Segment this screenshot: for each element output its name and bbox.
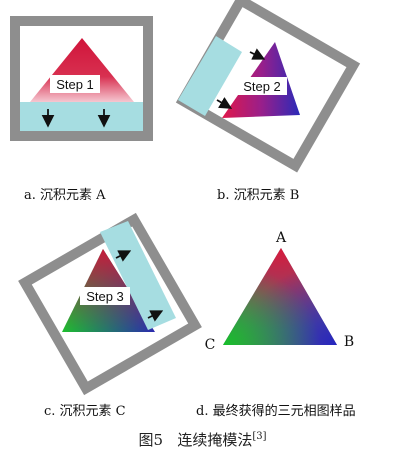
caption-d: d. 最终获得的三元相图样品 — [196, 404, 356, 419]
vertex-label-b: B — [344, 334, 354, 350]
caption-c: c. 沉积元素 C — [44, 404, 126, 419]
move-arrow — [249, 48, 266, 60]
mask-frame-right — [143, 16, 153, 141]
figure-caption: 图5 连续掩模法[3] — [0, 429, 405, 450]
step-1-label: Step 1 — [56, 77, 94, 92]
panel-c: Step 3 — [18, 212, 202, 396]
mask-frame-top — [10, 16, 153, 26]
step-3-label: Step 3 — [86, 289, 124, 304]
step-label-box — [80, 287, 130, 305]
panel-a: Step 1 — [10, 16, 153, 141]
mask-window — [20, 102, 143, 131]
step-label-box — [50, 75, 100, 93]
figure-reference: [3] — [252, 431, 267, 442]
caption-a: a. 沉积元素 A — [24, 188, 106, 203]
mask-window — [100, 221, 176, 330]
step-2-label: Step 2 — [243, 79, 281, 94]
move-arrow — [147, 310, 164, 322]
move-arrow — [216, 97, 233, 109]
panel-b: Step 2 — [175, 0, 361, 173]
vertex-label-a: A — [275, 230, 287, 246]
move-arrow — [115, 250, 132, 262]
vertex-label-c: C — [205, 337, 216, 353]
mask-frame-bottom — [10, 131, 153, 141]
mask-frame-left — [10, 16, 20, 141]
ternary-phase-diagram-sample — [223, 248, 337, 345]
mask-window — [178, 36, 242, 116]
panel-d: A C B — [205, 230, 355, 353]
step-label-box — [237, 77, 287, 95]
figure-title: 连续掩模法 — [177, 431, 253, 449]
figure-number: 图5 — [138, 431, 164, 449]
caption-b: b. 沉积元素 B — [217, 188, 300, 203]
